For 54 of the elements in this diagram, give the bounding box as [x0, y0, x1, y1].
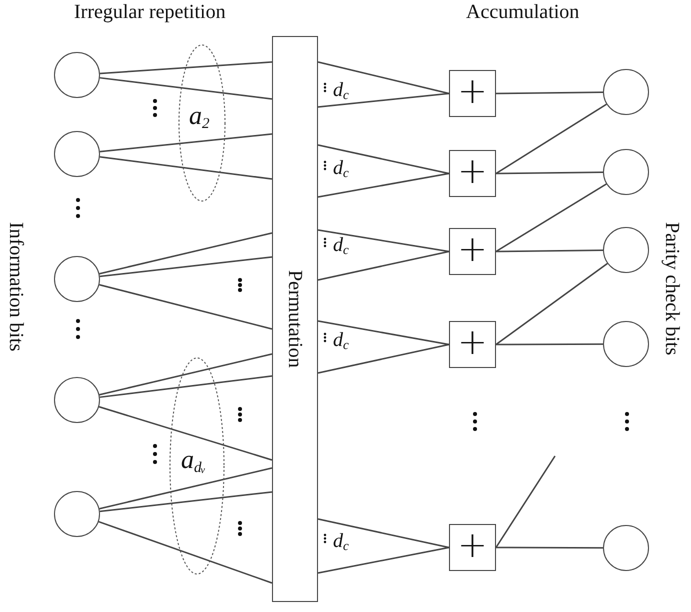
permutation-block [272, 36, 318, 602]
side-label: Parity check bits [662, 222, 682, 356]
connector-line [496, 343, 603, 346]
connector-line [496, 262, 608, 346]
connector-line [318, 250, 450, 281]
adder-box [449, 321, 496, 368]
adder-box [449, 228, 496, 275]
connector-line [496, 250, 604, 252]
connector-line [100, 133, 272, 152]
plus-sign: + [457, 74, 488, 110]
adder-box [449, 150, 496, 197]
plus-sign: + [457, 232, 488, 268]
connector-line [318, 518, 450, 548]
connector-line [99, 353, 272, 396]
connector-line [100, 256, 272, 278]
connector-line [318, 344, 450, 374]
connector-line [100, 375, 272, 398]
connector-line [318, 546, 450, 574]
connector-line [318, 144, 450, 174]
connector-line [100, 156, 272, 180]
connector-line [99, 284, 272, 330]
connector-line [98, 520, 272, 584]
plus-sign: + [457, 154, 488, 190]
adder-box [449, 70, 496, 117]
plus-sign: + [457, 325, 488, 361]
connector-line [318, 229, 450, 252]
connector-line [98, 406, 272, 461]
connector-line [99, 467, 272, 510]
plus-sign: + [457, 528, 488, 564]
connector-line [496, 104, 607, 174]
connector-line [496, 92, 604, 94]
degree-label: d$_{c}$ [333, 330, 349, 350]
connector-line [318, 172, 450, 198]
connector-line [100, 491, 272, 512]
adder-box [449, 524, 496, 571]
connector-line [318, 92, 450, 108]
connector-line [495, 456, 556, 548]
group-label: a$_{2}$ [189, 103, 210, 129]
degree-label: d$_{c}$ [333, 235, 349, 255]
block-label: Permutation [285, 270, 305, 368]
connector-line [318, 320, 450, 346]
degree-label: d$_{c}$ [333, 80, 349, 100]
degree-label: d$_{c}$ [333, 531, 349, 551]
connector-line [496, 183, 607, 252]
connector-line [99, 232, 272, 274]
connector-line [496, 546, 603, 549]
connector-line [100, 61, 272, 74]
connector-line [318, 61, 450, 94]
side-label: Information bits [6, 222, 26, 352]
column-heading: Irregular repetition [74, 0, 226, 25]
connector-line [100, 77, 272, 100]
column-heading: Accumulation [466, 0, 580, 25]
degree-label: d$_{c}$ [333, 158, 349, 178]
connector-line [496, 172, 604, 174]
